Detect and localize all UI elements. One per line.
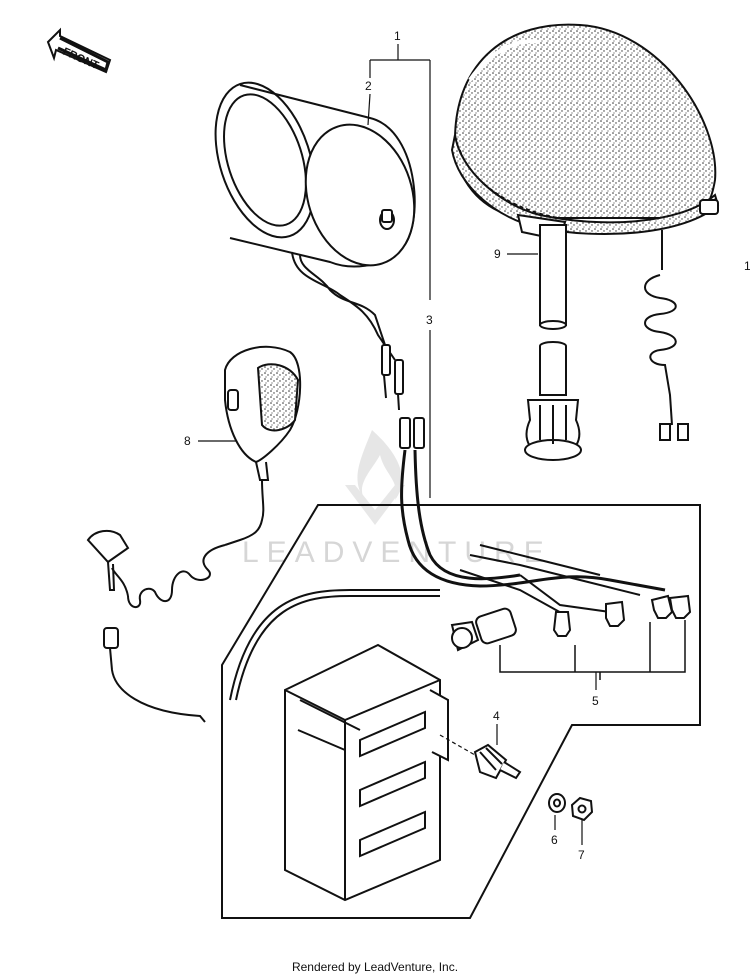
assembly-outline <box>221 504 701 919</box>
callout-5: 5 <box>592 694 599 708</box>
watermark-text: LEADVENTURE <box>242 536 552 569</box>
part-5-connectors <box>450 594 692 680</box>
part-9-beacon-light <box>450 23 720 461</box>
control-box <box>284 643 449 902</box>
part-8-microphone <box>86 345 302 723</box>
part-7-nut <box>570 796 594 822</box>
part-6-washer <box>548 793 566 813</box>
callout-2: 2 <box>365 79 372 93</box>
callout-9: 9 <box>494 247 501 261</box>
front-arrow-icon: FRONT <box>46 27 112 74</box>
callout-1: 1 <box>394 29 401 43</box>
leader-lines <box>198 44 597 845</box>
callout-7: 7 <box>578 848 585 862</box>
callout-4: 4 <box>493 709 500 723</box>
watermark: LEADVENTURE <box>242 430 552 569</box>
part-2-housing <box>214 81 416 411</box>
callout-3: 3 <box>426 313 433 327</box>
edge-mark: 1 <box>744 259 750 273</box>
footer-credit: Rendered by LeadVenture, Inc. <box>291 960 459 974</box>
callout-6: 6 <box>551 833 558 847</box>
leadventure-flame-logo-icon <box>345 430 405 525</box>
part-4-bolt <box>439 734 522 780</box>
callout-8: 8 <box>184 434 191 448</box>
part-3-harness <box>229 417 666 701</box>
